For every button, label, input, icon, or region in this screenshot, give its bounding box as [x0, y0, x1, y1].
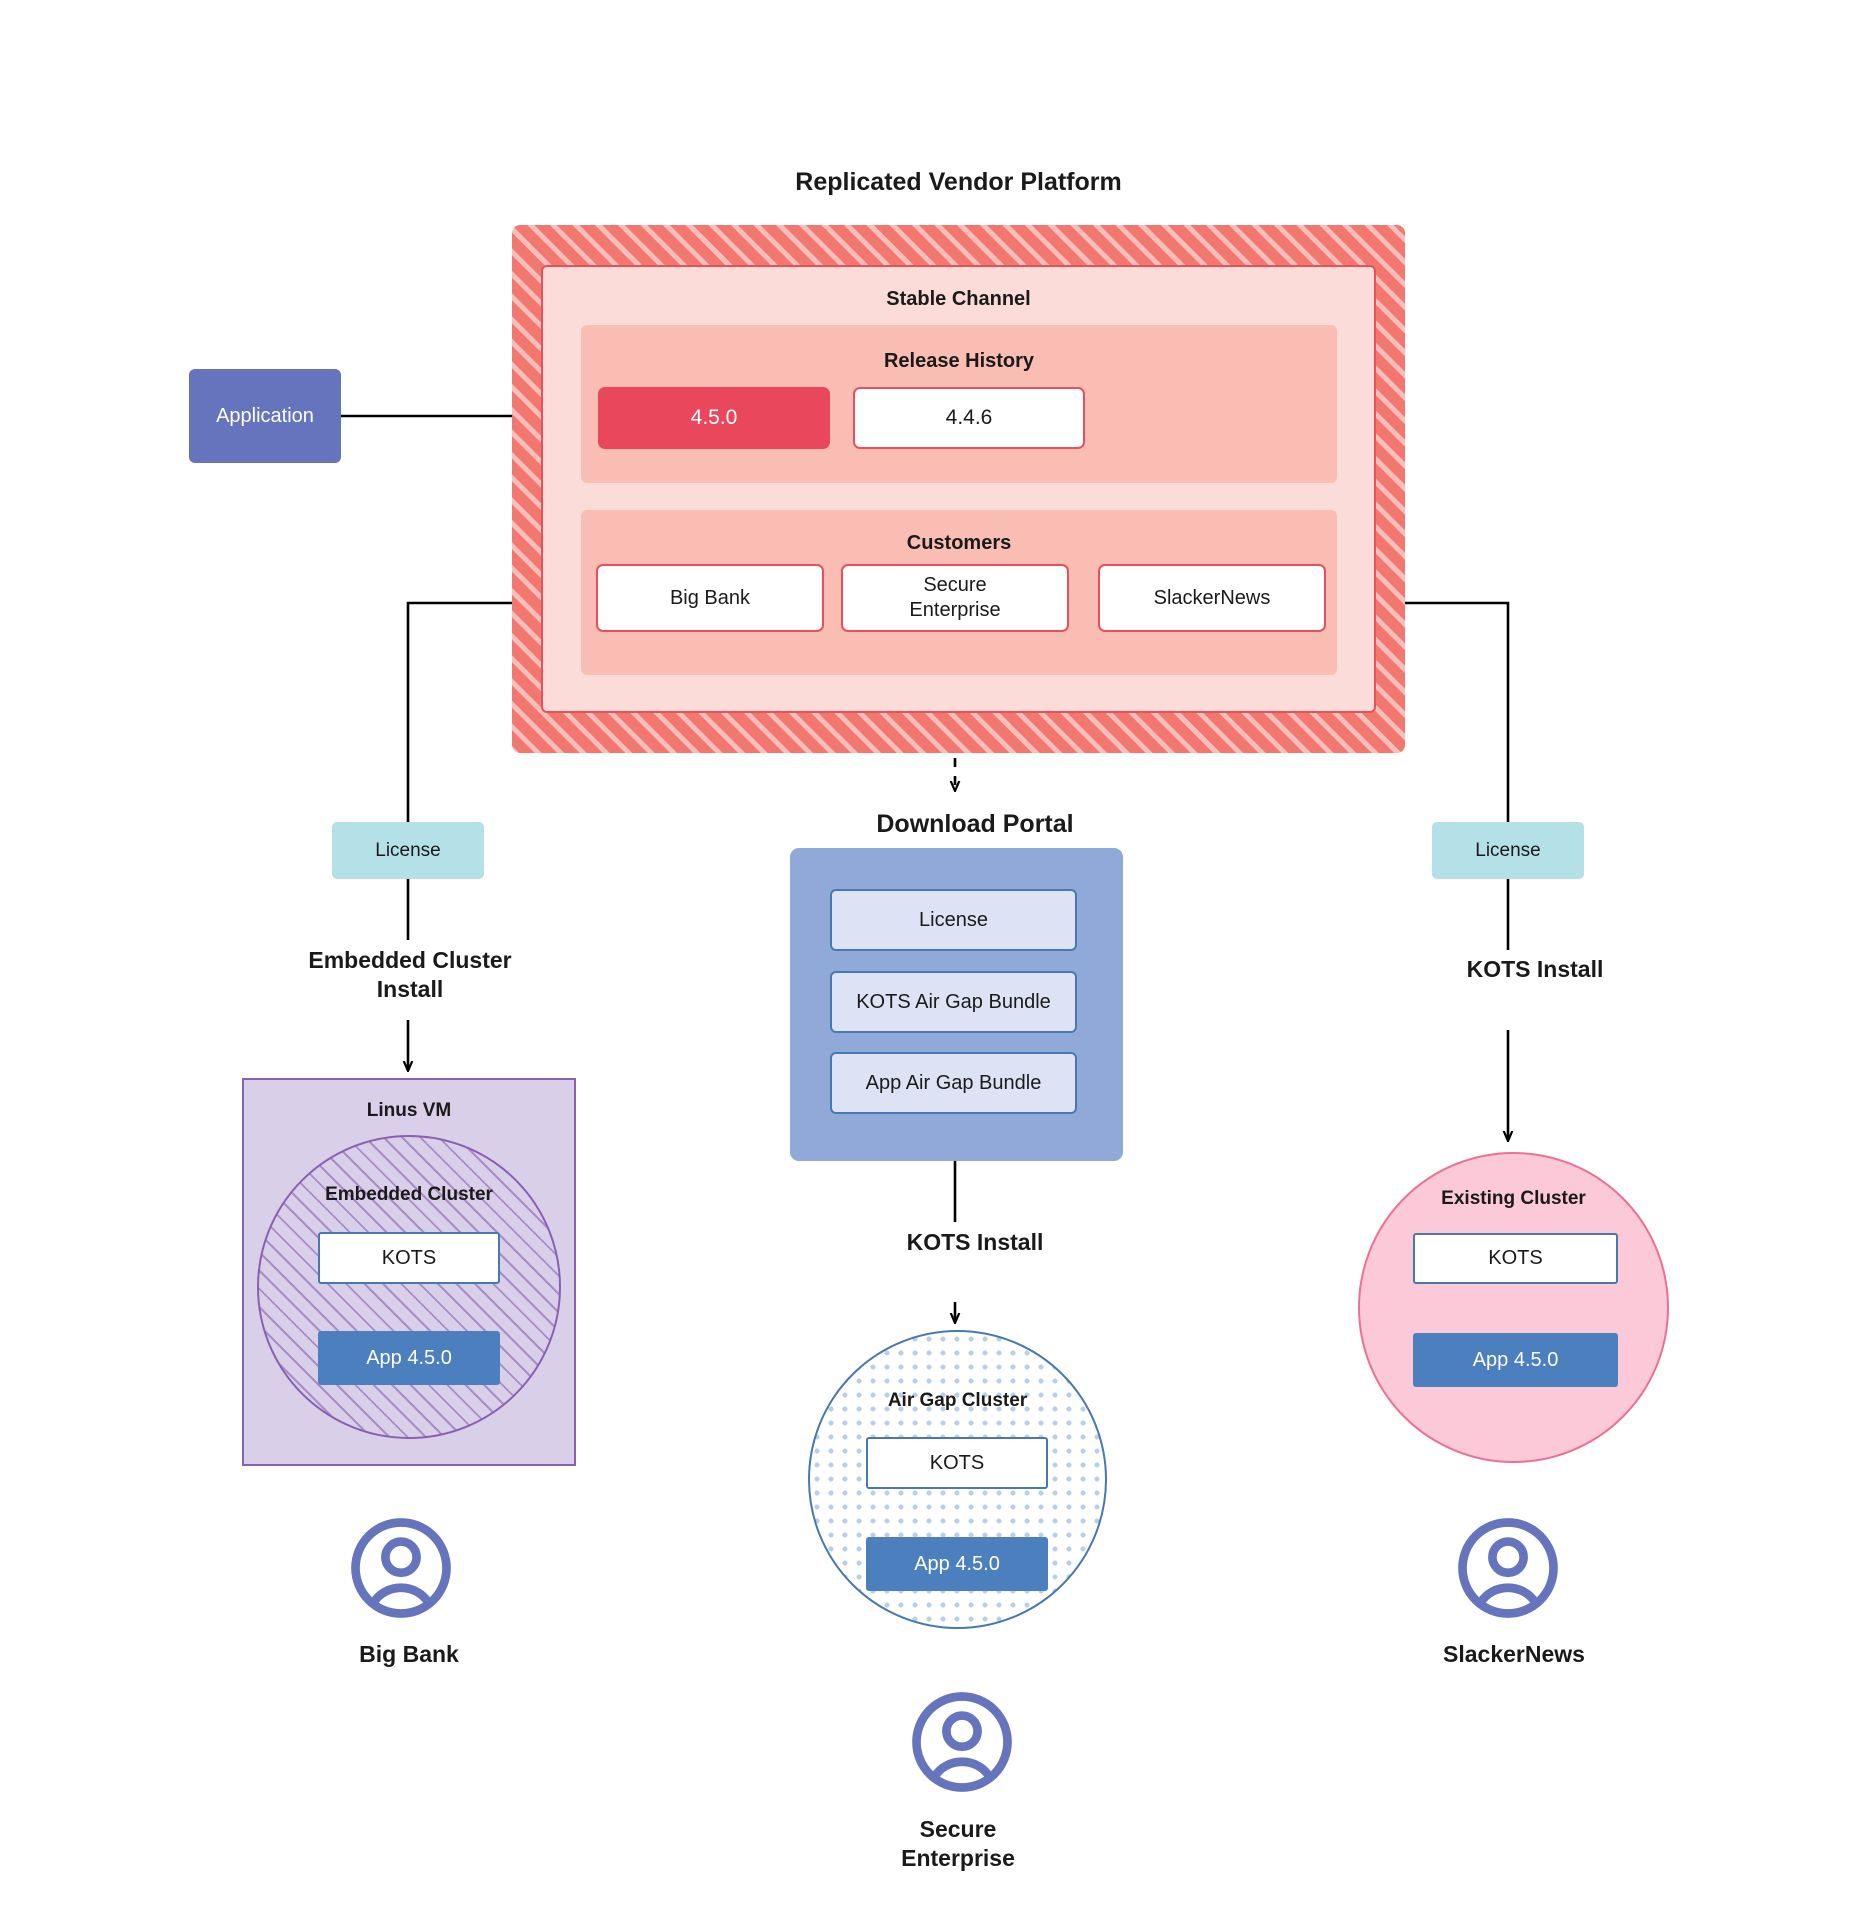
release-box-previous[interactable]: 4.4.6 — [853, 387, 1085, 449]
user-avatar-icon — [910, 1690, 1014, 1794]
release-box-current[interactable]: 4.5.0 — [598, 387, 830, 449]
embedded-cluster-title: Embedded Cluster — [325, 1184, 493, 1205]
airgap-app-box[interactable]: App 4.5.0 — [866, 1537, 1048, 1591]
airgap-kots-box[interactable]: KOTS — [866, 1437, 1048, 1489]
linux-vm-title: Linus VM — [366, 1100, 452, 1121]
license-chip-right[interactable]: License — [1432, 822, 1584, 879]
page-title: Replicated Vendor Platform — [795, 168, 1122, 196]
stable-channel-title: Stable Channel — [886, 288, 1031, 310]
application-box[interactable]: Application — [189, 369, 341, 463]
release-history-title: Release History — [883, 350, 1035, 372]
air-gap-cluster-title: Air Gap Cluster — [887, 1390, 1028, 1411]
portal-item-app-air-gap-bundle[interactable]: App Air Gap Bundle — [830, 1052, 1077, 1114]
existing-cluster-title: Existing Cluster — [1441, 1188, 1586, 1209]
download-portal-title: Download Portal — [876, 810, 1074, 838]
embedded-kots-box[interactable]: KOTS — [318, 1232, 500, 1284]
customer-box-big-bank[interactable]: Big Bank — [596, 564, 824, 632]
customers-title: Customers — [906, 532, 1012, 554]
customer-box-slackernews[interactable]: SlackerNews — [1098, 564, 1326, 632]
persona-label-big-bank: Big Bank — [359, 1641, 459, 1667]
embedded-cluster-circle — [257, 1135, 561, 1439]
install-label-kots-right: KOTS Install — [1466, 956, 1604, 982]
install-label-kots-center: KOTS Install — [906, 1229, 1044, 1255]
existing-app-box[interactable]: App 4.5.0 — [1413, 1333, 1618, 1387]
persona-label-slackernews: SlackerNews — [1443, 1641, 1585, 1667]
existing-cluster-circle — [1358, 1152, 1669, 1463]
embedded-app-box[interactable]: App 4.5.0 — [318, 1331, 500, 1385]
license-chip-left[interactable]: License — [332, 822, 484, 879]
existing-kots-box[interactable]: KOTS — [1413, 1233, 1618, 1284]
user-avatar-icon — [1456, 1516, 1560, 1620]
portal-item-license[interactable]: License — [830, 889, 1077, 951]
user-avatar-icon — [349, 1516, 453, 1620]
portal-item-kots-air-gap-bundle[interactable]: KOTS Air Gap Bundle — [830, 971, 1077, 1033]
